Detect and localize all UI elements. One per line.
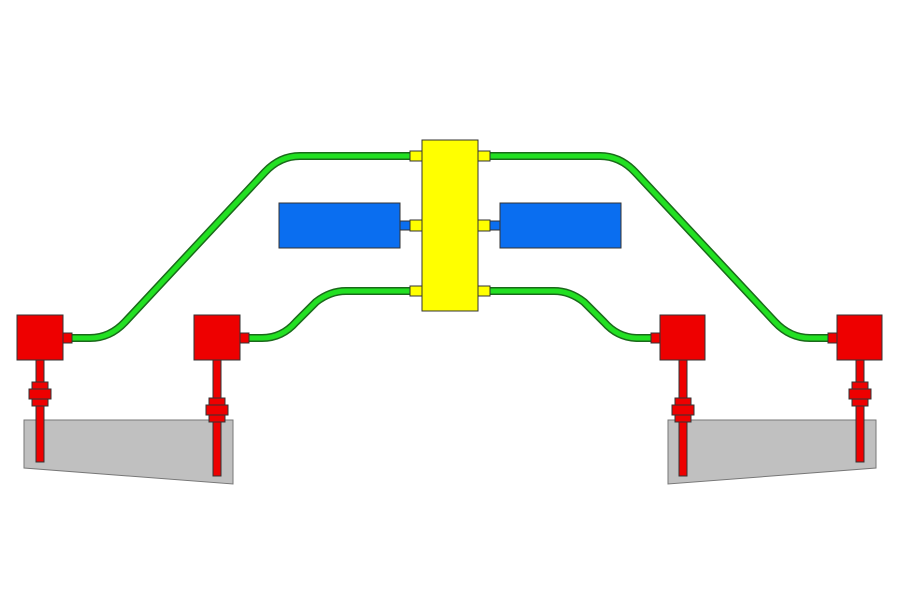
line-outer-right	[489, 153, 828, 341]
hydraulic-lines	[72, 152, 828, 342]
right-control-surface	[667, 419, 877, 485]
actuator-inner-right	[650, 314, 706, 477]
left-control-surface	[23, 419, 234, 485]
left-pump-coupling	[399, 220, 411, 231]
actuator-outer-left	[16, 314, 73, 463]
line-inner-left	[248, 288, 412, 341]
actuator-inner-left	[193, 314, 250, 477]
actuator-outer-right	[827, 314, 883, 463]
manifold-ports	[409, 150, 491, 297]
line-outer-left	[72, 153, 412, 341]
line-inner-right	[489, 288, 652, 341]
right-pump	[499, 202, 622, 249]
right-pump-coupling	[489, 220, 501, 231]
left-pump	[278, 202, 401, 249]
central-manifold	[421, 139, 479, 312]
